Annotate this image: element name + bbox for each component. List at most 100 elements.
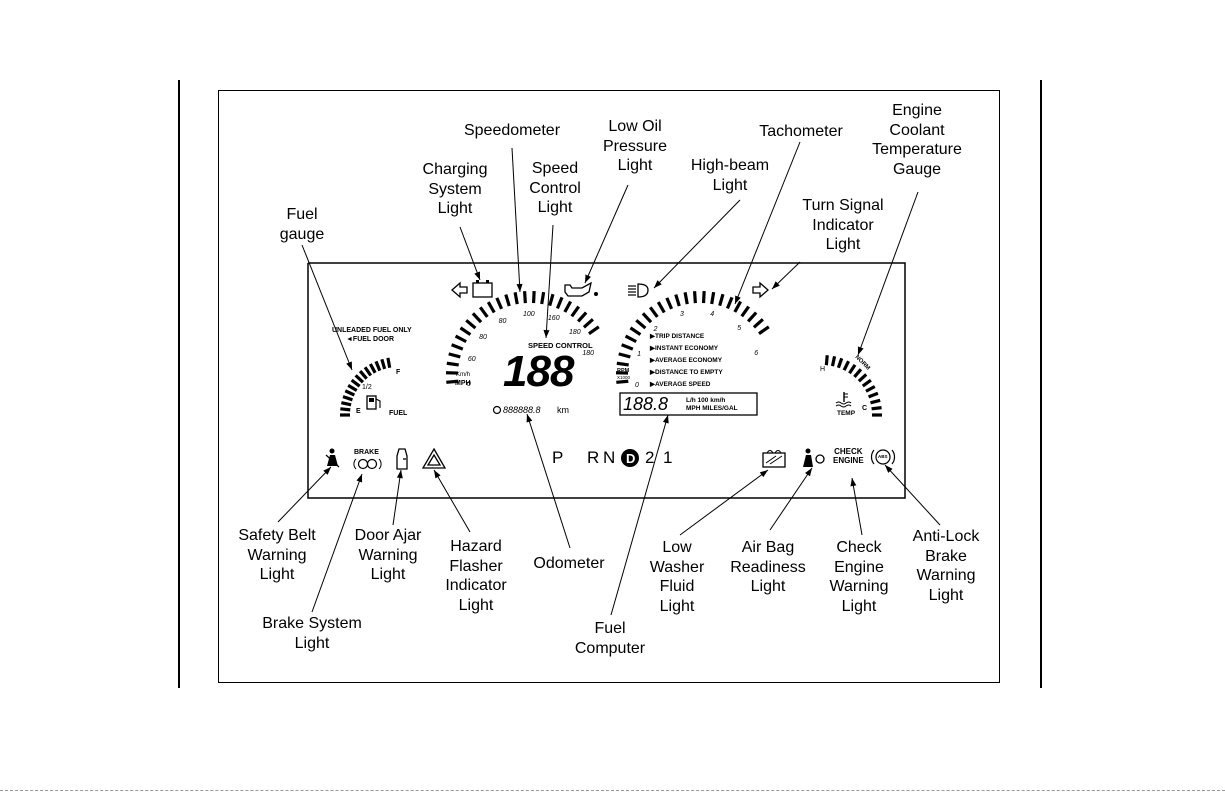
tick-label: 180: [568, 329, 581, 337]
tick-label: 0: [466, 381, 471, 389]
callout-door-ajar-warning-light: Door Ajar Warning Light: [354, 527, 422, 583]
fuel-gauge-segments: [340, 357, 392, 417]
door-ajar-icon: [396, 448, 408, 470]
tachometer-segment: [718, 293, 725, 307]
fuel-gauge-segment: [340, 401, 352, 407]
tachometer-segment: [746, 311, 758, 323]
arrowhead: [885, 465, 893, 473]
callout-low-washer-fluid-light: Low Washer Fluid Light: [649, 539, 705, 615]
tick-label: 0: [634, 381, 639, 389]
hazard-icon: [421, 447, 447, 469]
speedometer-segment: [555, 296, 564, 310]
callout-anti-lock-brake-warning-light: Anti-Lock Brake Warning Light: [912, 528, 980, 604]
unleaded-fuel-only-text: UNLEADED FUEL ONLY: [332, 327, 412, 334]
speed-control-text: SPEED CONTROL: [528, 341, 593, 350]
tick-label: 2: [653, 325, 658, 333]
odometer-readout: 888888.8: [503, 405, 541, 415]
brake-text: BRAKE: [354, 449, 379, 456]
leader-charging: [459, 226, 481, 281]
odometer-reset-icon: [492, 405, 502, 415]
leader-speedometer: [511, 147, 521, 293]
speedometer-segment: [451, 343, 464, 351]
callout-charging-system-light: Charging System Light: [422, 161, 488, 217]
arrowhead: [662, 415, 669, 424]
page-bottom-rule: [0, 790, 1225, 791]
speedometer-segment: [446, 361, 459, 367]
fuel-pump-icon: [366, 395, 381, 410]
leader-coolant: [857, 191, 919, 356]
tachometer-segment: [629, 326, 642, 336]
fuel-gauge-segment: [363, 366, 373, 377]
fuel-computer-item: ▶INSTANT ECONOMY: [650, 345, 719, 352]
callout-hazard-flasher-indicator-light: Hazard Flasher Indicator Light: [445, 538, 507, 614]
tick-label: 6: [754, 349, 759, 357]
fuel-gauge-segment: [354, 374, 365, 384]
check-engine-text: CHECK ENGINE: [833, 447, 864, 465]
tachometer-segment: [618, 352, 631, 359]
tachometer-segment: [674, 294, 681, 307]
leader-oil: [584, 184, 629, 284]
tachometer-segment: [758, 325, 770, 336]
callout-odometer: Odometer: [533, 555, 605, 572]
fuel-computer-display-box: [619, 392, 758, 416]
tachometer-segment: [621, 343, 634, 351]
tick-label: 1: [637, 351, 642, 359]
arrowhead: [759, 470, 768, 478]
washer-fluid-icon: [762, 450, 786, 468]
callout-low-oil-pressure-light: Low Oil Pressure Light: [602, 118, 668, 174]
fuel-gauge-segment: [368, 363, 377, 374]
speedometer-segment: [486, 301, 496, 314]
tachometer-segment: [701, 291, 706, 304]
tachometer-segment: [616, 361, 629, 367]
arrowhead: [346, 361, 352, 370]
coolant-temperature-icon: [835, 392, 852, 408]
fuel-gauge-segment: [340, 407, 351, 412]
fuel-computer-item: ▶AVERAGE ECONOMY: [650, 357, 723, 364]
callout-speed-control-light: Speed Control Light: [529, 160, 581, 216]
speedometer-segment: [495, 297, 504, 310]
speedometer-segments: [445, 291, 600, 384]
speedometer-segment: [531, 291, 536, 304]
tick-label: 160: [547, 315, 560, 323]
callout-tachometer: Tachometer: [759, 123, 843, 140]
speedometer-segment: [448, 352, 461, 359]
temp-gauge-segment: [830, 355, 837, 367]
arrowhead: [735, 295, 741, 304]
callout-speedometer: Speedometer: [463, 122, 561, 139]
arrowhead: [654, 280, 662, 288]
arrowhead: [543, 329, 550, 338]
speedometer-segment: [504, 294, 511, 307]
speedometer-segment: [540, 291, 546, 305]
fuel-gauge-segment: [386, 357, 392, 369]
rpm-label: RPM: [617, 368, 630, 374]
leader-lines: [277, 141, 941, 616]
speedometer-segment: [478, 306, 489, 318]
temp-gauge-segment: [857, 373, 868, 383]
mph-label: MPH: [455, 380, 471, 387]
arrowhead: [850, 478, 857, 487]
arrowhead: [434, 470, 441, 479]
tachometer-segment: [665, 297, 674, 310]
battery-icon: [472, 280, 493, 298]
speedometer-segment: [588, 325, 600, 336]
leader-safety-belt: [277, 466, 332, 523]
callout-brake-system-light: Brake System Light: [262, 615, 362, 652]
leader-abs: [884, 464, 941, 526]
tick-label: 80: [479, 333, 487, 341]
arrowhead: [585, 274, 591, 283]
leader-brake-system: [311, 473, 363, 613]
tachometer-segment: [733, 300, 743, 313]
tachometer-segment: [648, 306, 659, 318]
tachometer-segment: [616, 379, 629, 384]
temp-gauge-segment: [871, 406, 882, 411]
arrowhead: [772, 281, 780, 289]
fuel-gauge-segment: [350, 378, 361, 388]
arrowhead: [323, 467, 331, 475]
tick-label: 4: [710, 310, 715, 318]
speedometer-segment: [582, 318, 594, 329]
fuel-computer-digits: 188.8: [623, 394, 669, 414]
tachometer-segment: [656, 301, 666, 314]
leader-fuel-gauge: [301, 244, 353, 371]
brake-icon: [353, 458, 382, 470]
fuel-gauge-segment: [342, 395, 353, 402]
